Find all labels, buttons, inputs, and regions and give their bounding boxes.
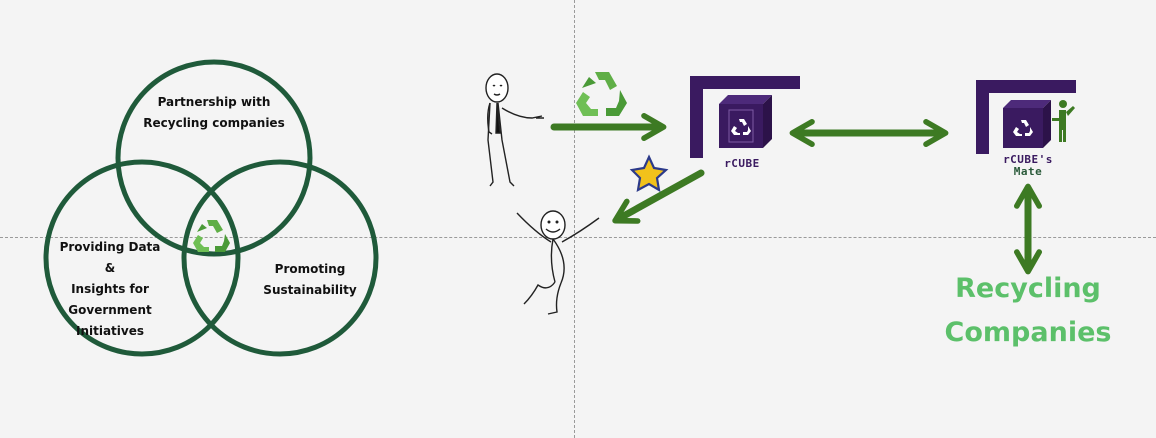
rcube-mate-logo bbox=[976, 80, 1076, 154]
mate-label-line-1: rCUBE's bbox=[1003, 153, 1053, 166]
recycle-symbol-icon bbox=[576, 72, 627, 116]
venn-left-line-1: Providing Data & bbox=[59, 240, 161, 275]
vertical-guide-line bbox=[574, 0, 575, 438]
venn-circle-top bbox=[115, 59, 313, 257]
venn-right-line-1: Promoting bbox=[274, 262, 346, 276]
venn-left-line-2: Insights for bbox=[71, 282, 149, 296]
venn-top-line-1: Partnership with bbox=[157, 95, 271, 109]
venn-top-line-2: Recycling companies bbox=[143, 116, 285, 130]
venn-right-line-2: Sustainability bbox=[263, 283, 357, 297]
rcube-logo bbox=[690, 76, 800, 158]
venn-circle-right bbox=[181, 159, 379, 357]
recycle-icon bbox=[193, 220, 230, 252]
venn-label-right: Promoting Sustainability bbox=[260, 259, 360, 301]
mate-label: rCUBE's Mate bbox=[993, 154, 1063, 178]
venn-label-left: Providing Data & Insights for Government… bbox=[56, 237, 164, 342]
companies-line-1: Recycling bbox=[955, 273, 1101, 304]
person-standing-icon bbox=[485, 73, 544, 187]
mate-label-line-2: Mate bbox=[1013, 165, 1043, 178]
recycling-companies-text: Recycling Companies bbox=[920, 267, 1136, 355]
venn-label-top: Partnership with Recycling companies bbox=[140, 92, 288, 134]
rcube-label: rCUBE bbox=[724, 157, 760, 170]
star-icon bbox=[629, 154, 669, 193]
arrow-rcube-to-person bbox=[612, 169, 705, 224]
venn-left-line-3: Government bbox=[68, 303, 152, 317]
venn-left-line-4: Initiatives bbox=[75, 324, 145, 338]
horizontal-guide-line bbox=[0, 237, 1156, 238]
venn-circle-left bbox=[43, 159, 241, 357]
companies-line-2: Companies bbox=[944, 317, 1112, 348]
person-jumping-icon bbox=[516, 210, 600, 315]
